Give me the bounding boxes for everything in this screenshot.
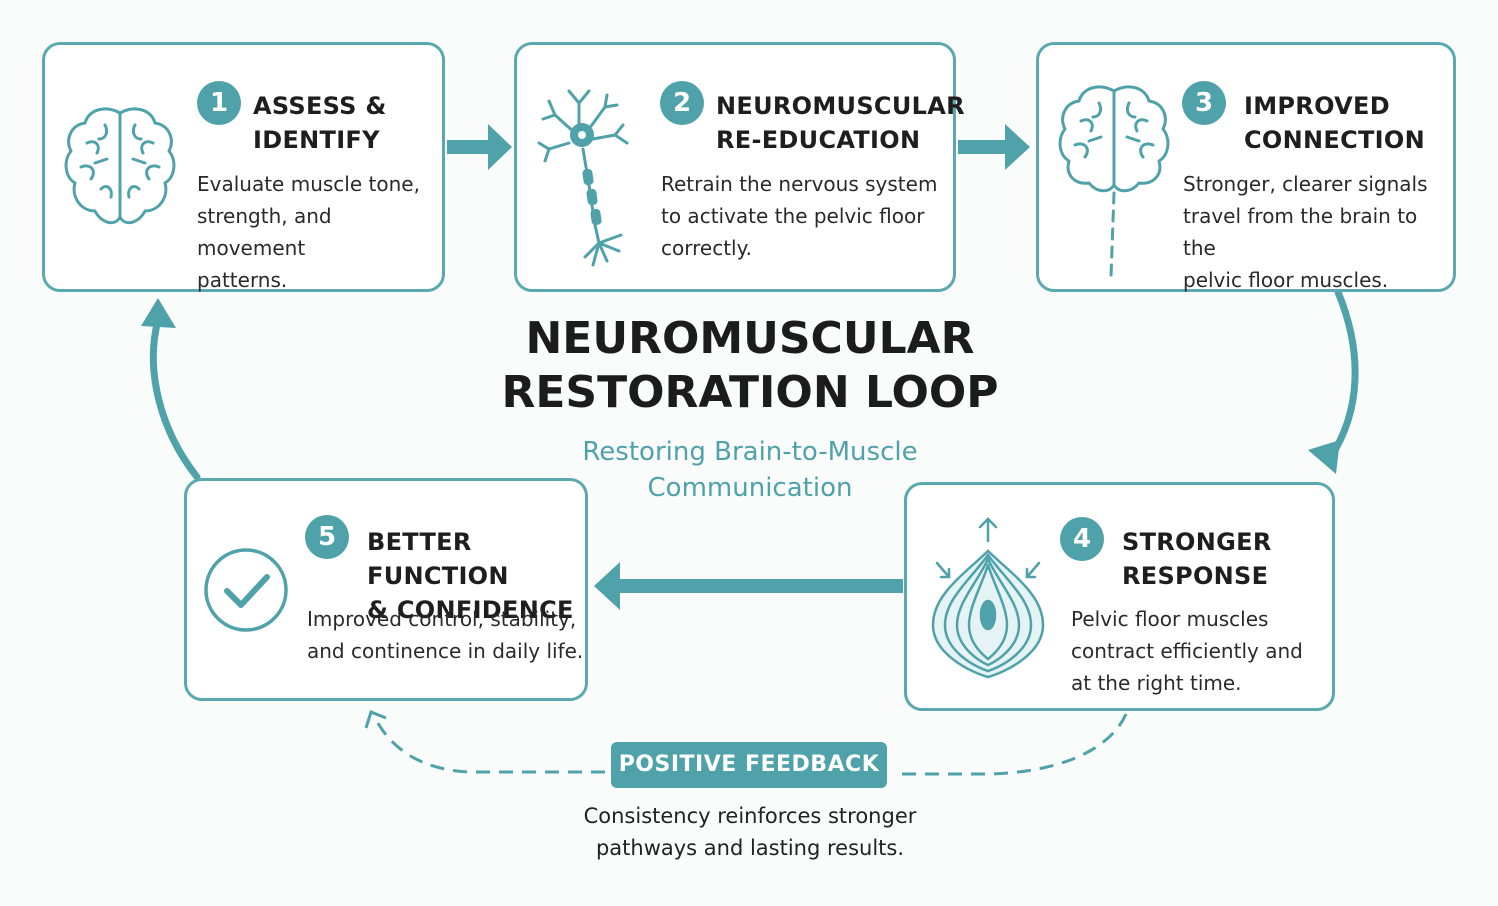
- positive-feedback-description: Consistency reinforces stronger pathways…: [540, 800, 960, 864]
- step-title-line: & CONFIDENCE: [367, 596, 574, 624]
- arrow-step2-to-step3: [958, 124, 1030, 170]
- step-desc-line: contract efficiently and: [1071, 639, 1303, 663]
- step-desc-line: patterns.: [197, 268, 288, 292]
- feedback-desc-line: Consistency reinforces stronger: [583, 804, 917, 828]
- arrow-step1-to-step2: [447, 124, 512, 170]
- step-desc-line: Pelvic floor muscles: [1071, 607, 1269, 631]
- feedback-desc-line: pathways and lasting results.: [595, 836, 905, 860]
- step-title-line: RE-EDUCATION: [716, 126, 921, 154]
- checkmark-circle-icon: [204, 548, 288, 632]
- diagram-title-line: RESTORATION LOOP: [501, 367, 999, 418]
- step-card-4: 4 STRONGER RESPONSE Pelvic floor muscles…: [904, 482, 1335, 711]
- step-number-badge: 3: [1182, 81, 1226, 125]
- neuron-icon: [537, 89, 629, 267]
- step-title-line: RESPONSE: [1122, 562, 1269, 590]
- feedback-dashed-loop: [364, 710, 1128, 776]
- step-title-line: NEUROMUSCULAR: [716, 92, 965, 120]
- step-title: ASSESS & IDENTIFY: [253, 89, 387, 157]
- step-card-3: 3 IMPROVED CONNECTION Stronger, clearer …: [1036, 42, 1456, 292]
- diagram-subtitle-line: Restoring Brain-to-Muscle: [582, 437, 918, 467]
- step-title-line: BETTER FUNCTION: [367, 528, 509, 590]
- diagram-subtitle: Restoring Brain-to-Muscle Communication: [500, 434, 1000, 506]
- step-title-line: STRONGER: [1122, 528, 1272, 556]
- step-title: BETTER FUNCTION & CONFIDENCE: [367, 525, 585, 627]
- step-title-line: CONNECTION: [1244, 126, 1425, 154]
- step-number-badge: 1: [197, 81, 241, 125]
- step-title-line: IDENTIFY: [253, 126, 380, 154]
- positive-feedback-label: POSITIVE FEEDBACK: [611, 742, 887, 788]
- arrow-step4-to-step5: [594, 562, 903, 610]
- step-description: Evaluate muscle tone, strength, and move…: [197, 168, 442, 296]
- step-desc-line: Improved control, stability,: [307, 607, 577, 631]
- step-number-badge: 5: [305, 515, 349, 559]
- step-desc-line: strength, and movement: [197, 204, 332, 260]
- step-title: IMPROVED CONNECTION: [1244, 89, 1425, 157]
- diagram-title: NEUROMUSCULAR RESTORATION LOOP: [450, 312, 1050, 420]
- step-description: Improved control, stability, and contine…: [307, 603, 583, 667]
- diagram-title-line: NEUROMUSCULAR: [525, 313, 975, 364]
- step-description: Retrain the nervous system to activate t…: [661, 168, 937, 264]
- step-number-badge: 4: [1060, 517, 1104, 561]
- step-desc-line: correctly.: [661, 236, 752, 260]
- step-title: NEUROMUSCULAR RE-EDUCATION: [716, 89, 965, 157]
- arrow-step5-to-step1: [141, 298, 201, 481]
- step-card-1: 1 ASSESS & IDENTIFY Evaluate muscle tone…: [42, 42, 445, 292]
- step-title-line: ASSESS &: [253, 92, 387, 120]
- step-desc-line: travel from the brain to the: [1183, 204, 1418, 260]
- step-title-line: IMPROVED: [1244, 92, 1390, 120]
- step-desc-line: at the right time.: [1071, 671, 1242, 695]
- step-card-5: 5 BETTER FUNCTION & CONFIDENCE Improved …: [184, 478, 588, 701]
- step-number-badge: 2: [660, 81, 704, 125]
- brain-icon: [64, 107, 176, 225]
- arrow-step3-to-step4: [1308, 288, 1359, 474]
- brain-spinal-cord-icon: [1058, 85, 1170, 279]
- diagram-subtitle-line: Communication: [647, 473, 853, 503]
- step-desc-line: Retrain the nervous system: [661, 172, 938, 196]
- pelvic-floor-muscle-icon: [931, 517, 1045, 679]
- step-desc-line: pelvic floor muscles.: [1183, 268, 1389, 292]
- step-desc-line: Evaluate muscle tone,: [197, 172, 420, 196]
- step-card-2: 2 NEUROMUSCULAR RE-EDUCATION Retrain the…: [514, 42, 965, 292]
- step-desc-line: and continence in daily life.: [307, 639, 584, 663]
- step-desc-line: to activate the pelvic floor: [661, 204, 925, 228]
- step-desc-line: Stronger, clearer signals: [1183, 172, 1428, 196]
- step-description: Pelvic floor muscles contract efficientl…: [1071, 603, 1303, 699]
- step-description: Stronger, clearer signals travel from th…: [1183, 168, 1453, 296]
- step-title: STRONGER RESPONSE: [1122, 525, 1272, 593]
